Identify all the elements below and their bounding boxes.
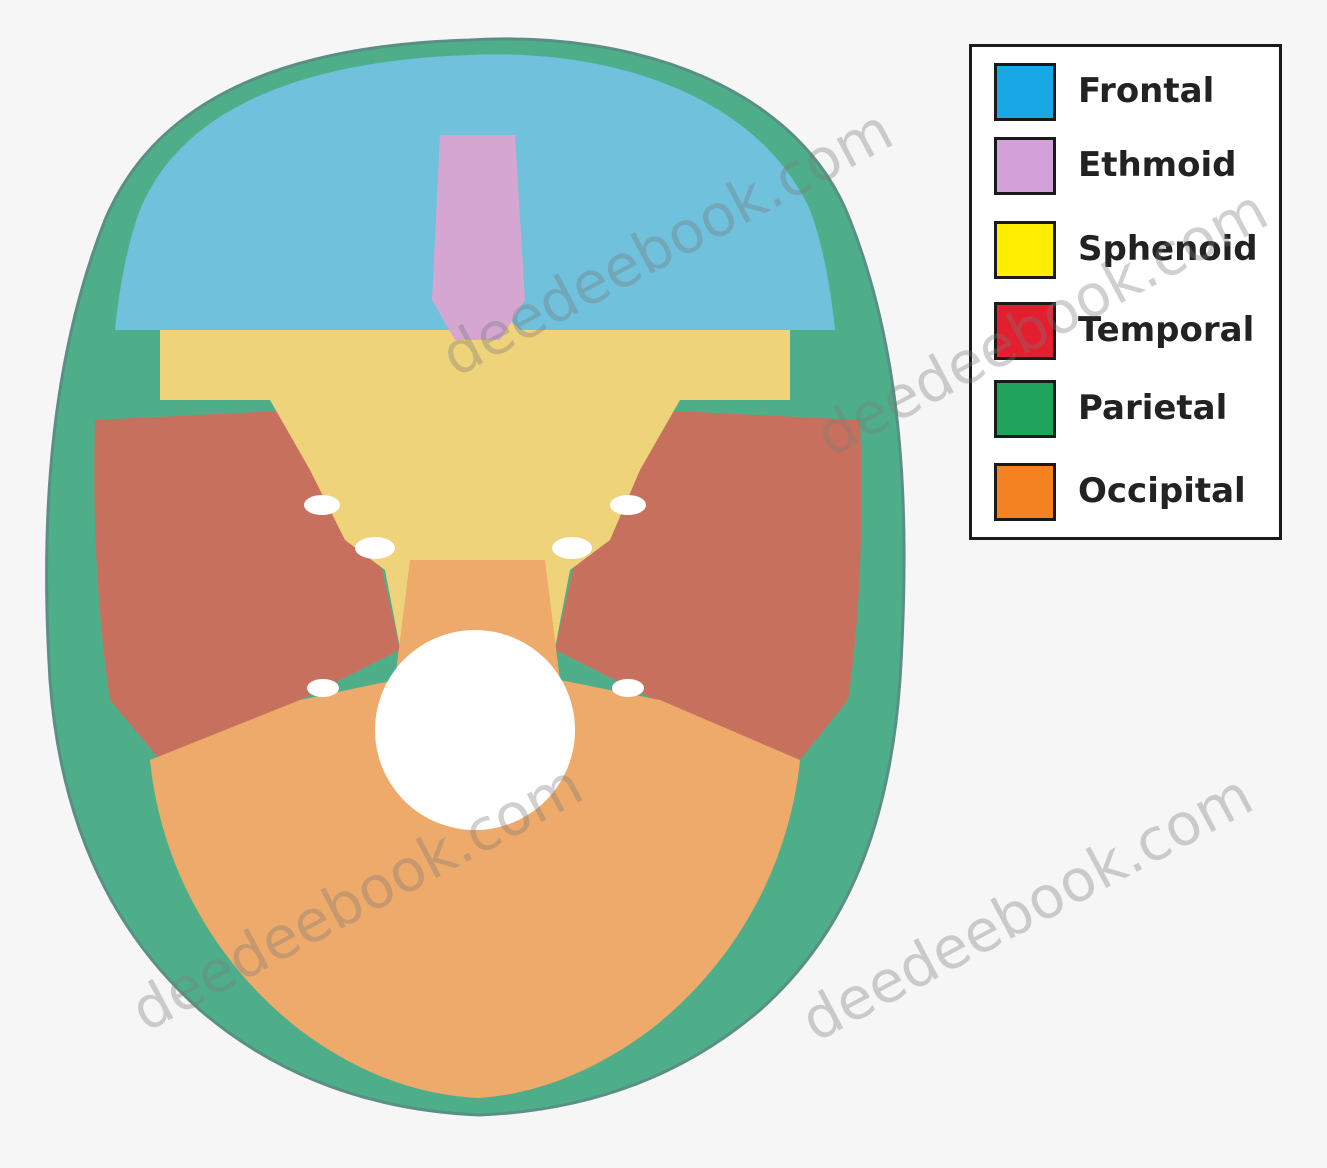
foramen-right-lower (612, 679, 644, 697)
legend-label-temporal: Temporal (1078, 310, 1254, 350)
legend-item-parietal: Parietal (994, 380, 1274, 442)
foramen-right-mid (552, 537, 592, 559)
legend-item-frontal: Frontal (994, 63, 1274, 125)
legend-item-sphenoid: Sphenoid (994, 221, 1274, 283)
legend-item-ethmoid: Ethmoid (994, 137, 1274, 199)
foramen-right-upper (610, 495, 646, 515)
legend-swatch-temporal (994, 302, 1056, 360)
legend-swatch-ethmoid (994, 137, 1056, 195)
legend-label-ethmoid: Ethmoid (1078, 145, 1236, 185)
foramen-left-mid (355, 537, 395, 559)
legend-swatch-occipital (994, 463, 1056, 521)
legend-label-parietal: Parietal (1078, 388, 1227, 428)
legend: Frontal Ethmoid Sphenoid Temporal Pariet… (969, 44, 1282, 540)
legend-label-frontal: Frontal (1078, 71, 1214, 111)
legend-swatch-parietal (994, 380, 1056, 438)
foramen-left-upper (304, 495, 340, 515)
legend-swatch-sphenoid (994, 221, 1056, 279)
legend-label-sphenoid: Sphenoid (1078, 229, 1258, 269)
legend-item-occipital: Occipital (994, 463, 1274, 525)
legend-label-occipital: Occipital (1078, 471, 1246, 511)
ethmoid-region (432, 135, 525, 340)
foramen-magnum (375, 630, 575, 830)
foramen-left-lower (307, 679, 339, 697)
legend-item-temporal: Temporal (994, 302, 1274, 364)
legend-swatch-frontal (994, 63, 1056, 121)
